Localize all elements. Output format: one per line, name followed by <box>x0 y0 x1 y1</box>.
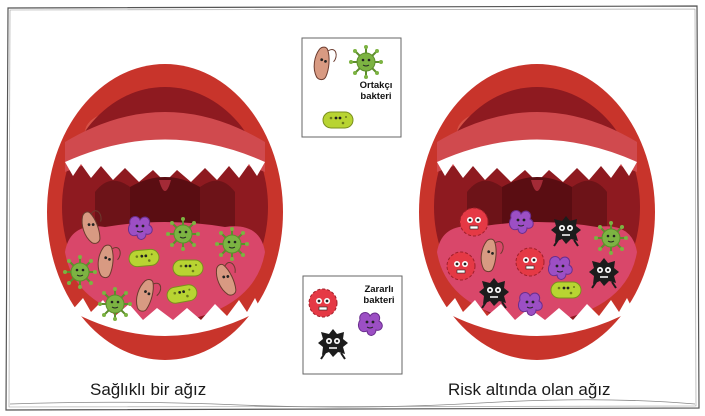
legend-harmful-line2: bakteri <box>357 295 401 306</box>
caption-healthy-mouth: Sağlıklı bir ağız <box>90 380 206 400</box>
spiky-red-bacteria-icon <box>309 289 337 317</box>
capsule-bacteria-icon <box>128 249 159 268</box>
caption-at-risk-mouth: Risk altında olan ağız <box>448 380 611 400</box>
capsule-bacteria-icon <box>173 260 203 276</box>
legend-commensal-line1: Ortakçı <box>354 80 398 91</box>
virus-bacteria-icon <box>98 287 132 321</box>
spiky-red-bacteria-icon <box>460 208 488 236</box>
spiky-red-bacteria-icon <box>516 248 544 276</box>
at-risk-mouth <box>419 64 655 360</box>
virus-bacteria-icon <box>349 45 383 79</box>
legend-harmful-label: Zararlı bakteri <box>357 284 401 306</box>
legend-harmful-line1: Zararlı <box>357 284 401 295</box>
legend-commensal-label: Ortakçı bakteri <box>354 80 398 102</box>
capsule-bacteria-icon <box>323 112 353 128</box>
healthy-mouth <box>47 64 283 360</box>
virus-bacteria-icon <box>63 255 97 289</box>
legend-commensal-line2: bakteri <box>354 91 398 102</box>
spiky-red-bacteria-icon <box>447 252 475 280</box>
virus-bacteria-icon <box>166 217 200 251</box>
virus-bacteria-icon <box>594 221 628 255</box>
capsule-bacteria-icon <box>551 282 581 298</box>
virus-bacteria-icon <box>215 227 249 261</box>
